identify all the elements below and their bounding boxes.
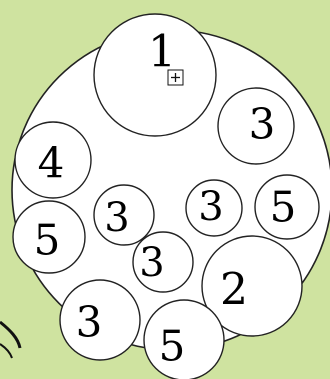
circle-label: 3 <box>104 195 129 241</box>
circle-label: 3 <box>139 240 164 286</box>
puzzle-circle[interactable]: 3 <box>218 88 294 164</box>
move-cursor-icon <box>168 70 183 85</box>
puzzle-circle[interactable]: 1 <box>94 14 216 136</box>
circle-label: 3 <box>76 298 103 347</box>
puzzle-circle[interactable]: 4 <box>15 122 91 198</box>
circle-label: 3 <box>198 184 223 230</box>
circle-label: 5 <box>159 322 186 371</box>
puzzle-circle[interactable]: 3 <box>133 232 193 292</box>
puzzle-circle[interactable]: 3 <box>60 280 140 360</box>
circle-label: 5 <box>34 216 61 265</box>
circle-label: 4 <box>38 139 65 188</box>
puzzle-circle[interactable]: 5 <box>144 300 224 379</box>
circle-label: 2 <box>220 265 248 316</box>
circle-label: 5 <box>270 183 297 232</box>
circle-label: 3 <box>249 100 276 149</box>
puzzle-circle[interactable]: 3 <box>94 185 154 245</box>
puzzle-circle[interactable]: 5 <box>255 175 319 239</box>
puzzle-circle[interactable]: 5 <box>13 201 85 273</box>
puzzle-circle[interactable]: 3 <box>186 180 242 236</box>
